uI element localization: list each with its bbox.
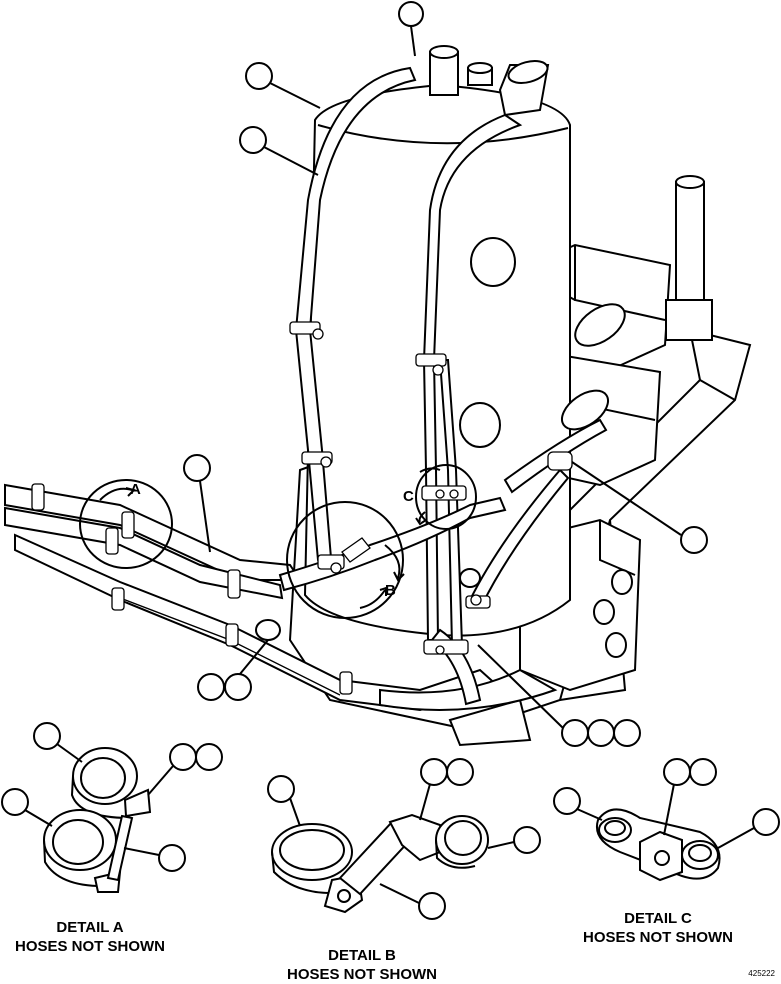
detail-b-subtitle: HOSES NOT SHOWN — [286, 966, 437, 983]
figure-number: 425222 — [748, 969, 775, 978]
callout-leaders — [183, 1, 708, 747]
detail-a-marker: A — [130, 481, 141, 498]
detail-callout-circles — [79, 464, 477, 619]
detail-a-title: DETAIL A — [56, 919, 124, 936]
detail-c-subtitle: HOSES NOT SHOWN — [582, 929, 733, 946]
hose-clamps — [31, 321, 573, 695]
detail-c-caption: DETAIL C HOSES NOT SHOWN — [578, 909, 738, 947]
detail-b-caption: DETAIL B HOSES NOT SHOWN — [282, 946, 442, 984]
detail-a-caption: DETAIL A HOSES NOT SHOWN — [10, 918, 170, 956]
detail-b-title: DETAIL B — [328, 947, 396, 964]
detail-a-drawing — [1, 722, 223, 893]
detail-b-marker: B — [385, 582, 396, 599]
detail-c-title: DETAIL C — [624, 910, 692, 927]
detail-a-subtitle: HOSES NOT SHOWN — [14, 938, 165, 955]
detail-c-drawing — [553, 758, 780, 882]
detail-b-drawing — [267, 758, 541, 920]
detail-c-marker: C — [403, 488, 414, 505]
